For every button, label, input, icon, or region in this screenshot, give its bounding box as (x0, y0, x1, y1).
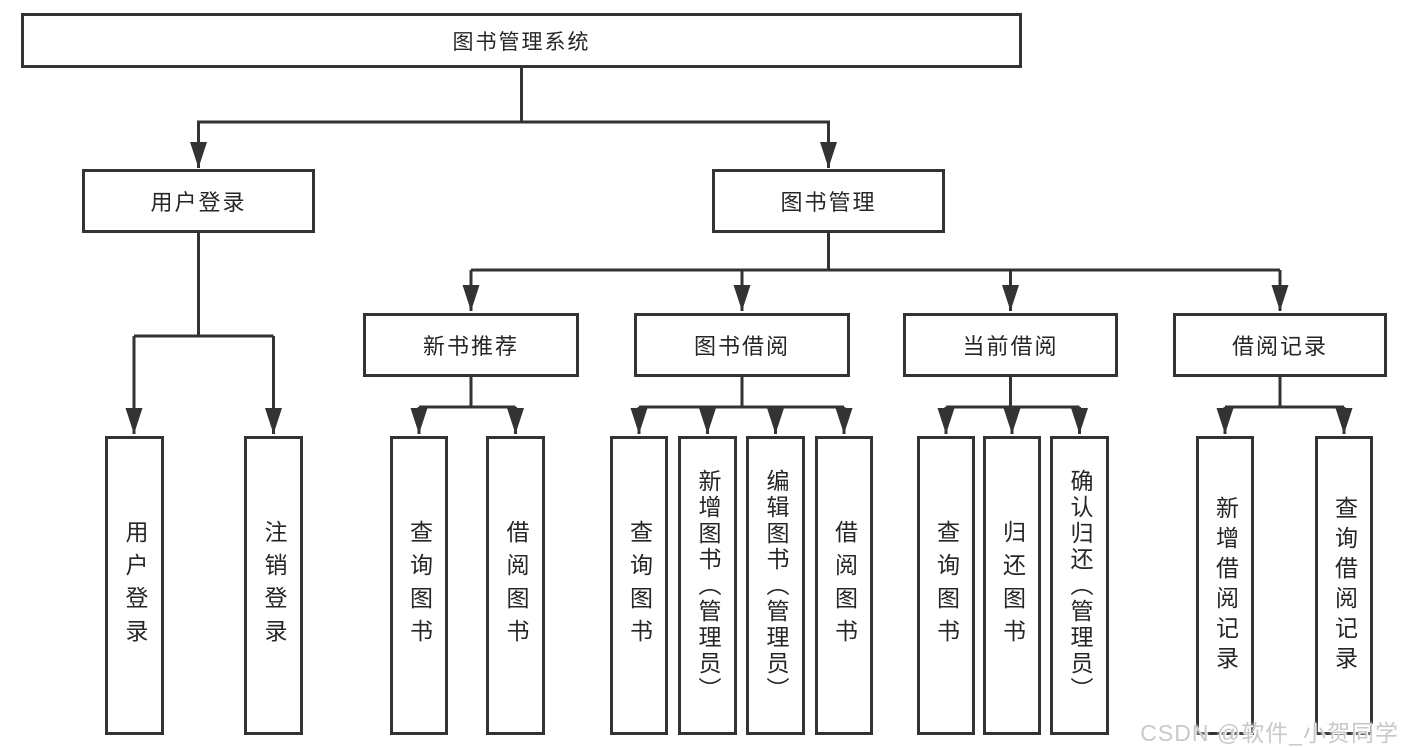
node-book-management-system: 图书管理系统 (21, 13, 1022, 68)
node-current-borrowing: 当前借阅 (903, 313, 1118, 377)
node-label: 用户登录 (150, 190, 247, 215)
leaf-borrow-edit-books-admin: 编辑图书（管理员） (746, 436, 805, 735)
node-label: 新书推荐 (422, 334, 519, 359)
node-label: 查询借阅记录 (1331, 495, 1358, 676)
node-label: 新增借阅记录 (1212, 495, 1239, 676)
node-label: 注销登录 (261, 519, 287, 652)
leaf-records-query-record: 查询借阅记录 (1315, 436, 1373, 735)
node-label: 查询图书 (626, 519, 653, 652)
node-borrowing-records: 借阅记录 (1173, 313, 1387, 377)
leaf-borrow-add-books-admin: 新增图书（管理员） (678, 436, 737, 735)
leaf-borrow-query-books: 查询图书 (610, 436, 668, 735)
leaf-records-add-record: 新增借阅记录 (1196, 436, 1254, 735)
leaf-borrow-borrow-books: 借阅图书 (815, 436, 873, 735)
leaf-newbook-query-books: 查询图书 (390, 436, 448, 735)
node-label: 查询图书 (406, 519, 433, 652)
leaf-current-return-books: 归还图书 (983, 436, 1041, 735)
node-label: 编辑图书（管理员） (763, 468, 789, 703)
leaf-current-query-books: 查询图书 (917, 436, 975, 735)
leaf-newbook-borrow-books: 借阅图书 (486, 436, 545, 735)
node-label: 借阅图书 (503, 519, 529, 652)
leaf-logout: 注销登录 (244, 436, 303, 735)
node-label: 新增图书（管理员） (695, 468, 721, 703)
leaf-user-login: 用户登录 (105, 436, 164, 735)
node-book-management: 图书管理 (712, 169, 945, 233)
node-user-login: 用户登录 (82, 169, 315, 233)
node-label: 图书借阅 (693, 334, 790, 359)
node-new-book-recommend: 新书推荐 (363, 313, 579, 377)
watermark: CSDN @软件_小贺同学 (1140, 720, 1399, 746)
node-label: 查询图书 (933, 519, 960, 652)
node-label: 借阅记录 (1231, 334, 1328, 359)
node-label: 当前借阅 (962, 334, 1059, 359)
node-label: 归还图书 (999, 519, 1026, 652)
node-label: 用户登录 (122, 519, 148, 652)
node-book-borrowing: 图书借阅 (634, 313, 850, 377)
node-label: 图书管理系统 (452, 30, 591, 54)
node-label: 借阅图书 (831, 519, 858, 652)
node-label: 确认归还（管理员） (1067, 468, 1093, 703)
node-label: 图书管理 (780, 190, 877, 215)
leaf-current-confirm-return-admin: 确认归还（管理员） (1050, 436, 1109, 735)
